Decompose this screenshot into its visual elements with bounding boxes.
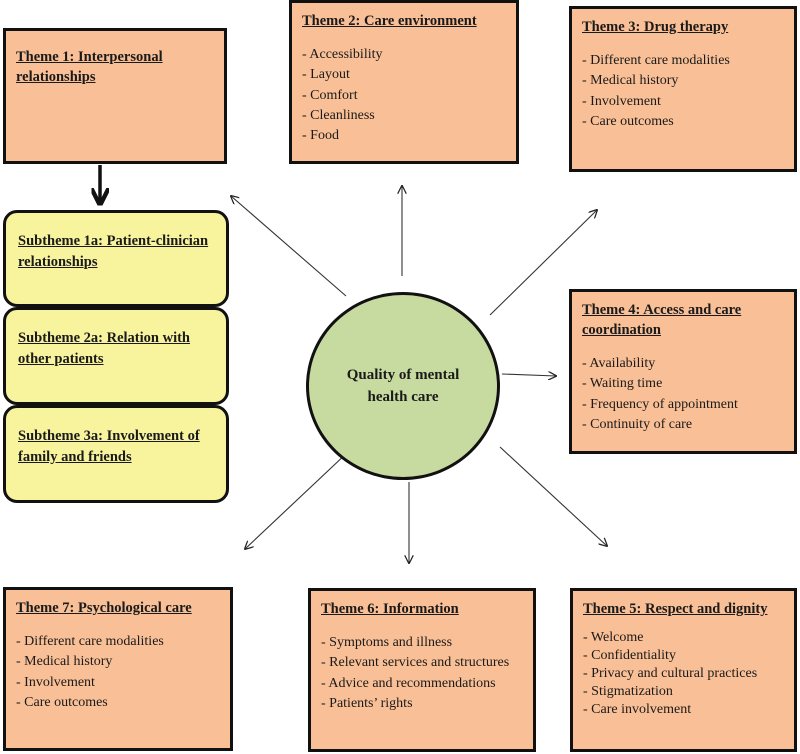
subtheme-2a-box: Subtheme 2a: Relation with other patient… bbox=[3, 307, 229, 405]
theme-5-list: Welcome Confidentiality Privacy and cult… bbox=[583, 629, 784, 719]
arrow-to-theme-7 bbox=[245, 451, 349, 549]
list-item: Advice and recommendations bbox=[321, 674, 523, 694]
arrow-to-theme-5 bbox=[499, 446, 607, 546]
theme-7-title: Theme 7: Psychological care bbox=[16, 600, 192, 616]
subtheme-2a-title: Subtheme 2a: Relation with other patient… bbox=[18, 330, 190, 367]
list-item: Care outcomes bbox=[582, 112, 784, 132]
list-item: Patients’ rights bbox=[321, 694, 523, 714]
theme-7-box: Theme 7: Psychological care Different ca… bbox=[3, 587, 233, 751]
theme-5-title: Theme 5: Respect and dignity bbox=[583, 601, 768, 617]
list-item: Different care modalities bbox=[16, 632, 220, 652]
theme-1-box: Theme 1: Interpersonal relationships bbox=[3, 28, 227, 164]
list-item: Food bbox=[302, 126, 506, 146]
list-item: Confidentiality bbox=[583, 647, 784, 665]
theme-6-box: Theme 6: Information Symptoms and illnes… bbox=[308, 588, 536, 752]
list-item: Availability bbox=[582, 354, 784, 374]
list-item: Different care modalities bbox=[582, 51, 784, 71]
theme-1-title: Theme 1: Interpersonal relationships bbox=[16, 49, 163, 85]
list-item: Symptoms and illness bbox=[321, 633, 523, 653]
arrow-to-theme-4 bbox=[501, 374, 556, 376]
list-item: Waiting time bbox=[582, 374, 784, 394]
list-item: Medical history bbox=[16, 652, 220, 672]
theme-3-box: Theme 3: Drug therapy Different care mod… bbox=[569, 6, 797, 172]
list-item: Continuity of care bbox=[582, 415, 784, 435]
theme-4-box: Theme 4: Access and care coordination Av… bbox=[569, 289, 797, 454]
subtheme-3a-title: Subtheme 3a: Involvement of family and f… bbox=[18, 428, 200, 465]
center-label: Quality of mental health care bbox=[346, 367, 460, 405]
theme-2-list: Accessibility Layout Comfort Cleanliness… bbox=[302, 45, 506, 146]
center-circle: Quality of mental health care bbox=[306, 292, 500, 480]
theme-5-box: Theme 5: Respect and dignity Welcome Con… bbox=[570, 588, 797, 752]
subtheme-1a-box: Subtheme 1a: Patient-clinician relations… bbox=[3, 210, 229, 307]
theme-4-list: Availability Waiting time Frequency of a… bbox=[582, 354, 784, 435]
theme-3-title: Theme 3: Drug therapy bbox=[582, 19, 729, 35]
list-item: Welcome bbox=[583, 629, 784, 647]
list-item: Layout bbox=[302, 65, 506, 85]
theme-2-box: Theme 2: Care environment Accessibility … bbox=[289, 0, 519, 164]
list-item: Frequency of appointment bbox=[582, 395, 784, 415]
theme-4-title: Theme 4: Access and care coordination bbox=[582, 302, 742, 338]
subtheme-1a-title: Subtheme 1a: Patient-clinician relations… bbox=[18, 233, 209, 270]
list-item: Involvement bbox=[16, 673, 220, 693]
list-item: Relevant services and structures bbox=[321, 653, 523, 673]
list-item: Care outcomes bbox=[16, 693, 220, 713]
list-item: Involvement bbox=[582, 92, 784, 112]
theme-6-title: Theme 6: Information bbox=[321, 601, 459, 617]
theme-2-title: Theme 2: Care environment bbox=[302, 13, 477, 29]
list-item: Care involvement bbox=[583, 701, 784, 719]
arrow-to-theme-3 bbox=[489, 210, 597, 316]
list-item: Stigmatization bbox=[583, 683, 784, 701]
theme-3-list: Different care modalities Medical histor… bbox=[582, 51, 784, 132]
list-item: Accessibility bbox=[302, 45, 506, 65]
arrow-to-theme-1 bbox=[231, 196, 347, 297]
theme-7-list: Different care modalities Medical histor… bbox=[16, 632, 220, 713]
list-item: Privacy and cultural practices bbox=[583, 665, 784, 683]
list-item: Medical history bbox=[582, 71, 784, 91]
theme-6-list: Symptoms and illness Relevant services a… bbox=[321, 633, 523, 714]
subtheme-3a-box: Subtheme 3a: Involvement of family and f… bbox=[3, 405, 229, 503]
list-item: Cleanliness bbox=[302, 106, 506, 126]
list-item: Comfort bbox=[302, 86, 506, 106]
